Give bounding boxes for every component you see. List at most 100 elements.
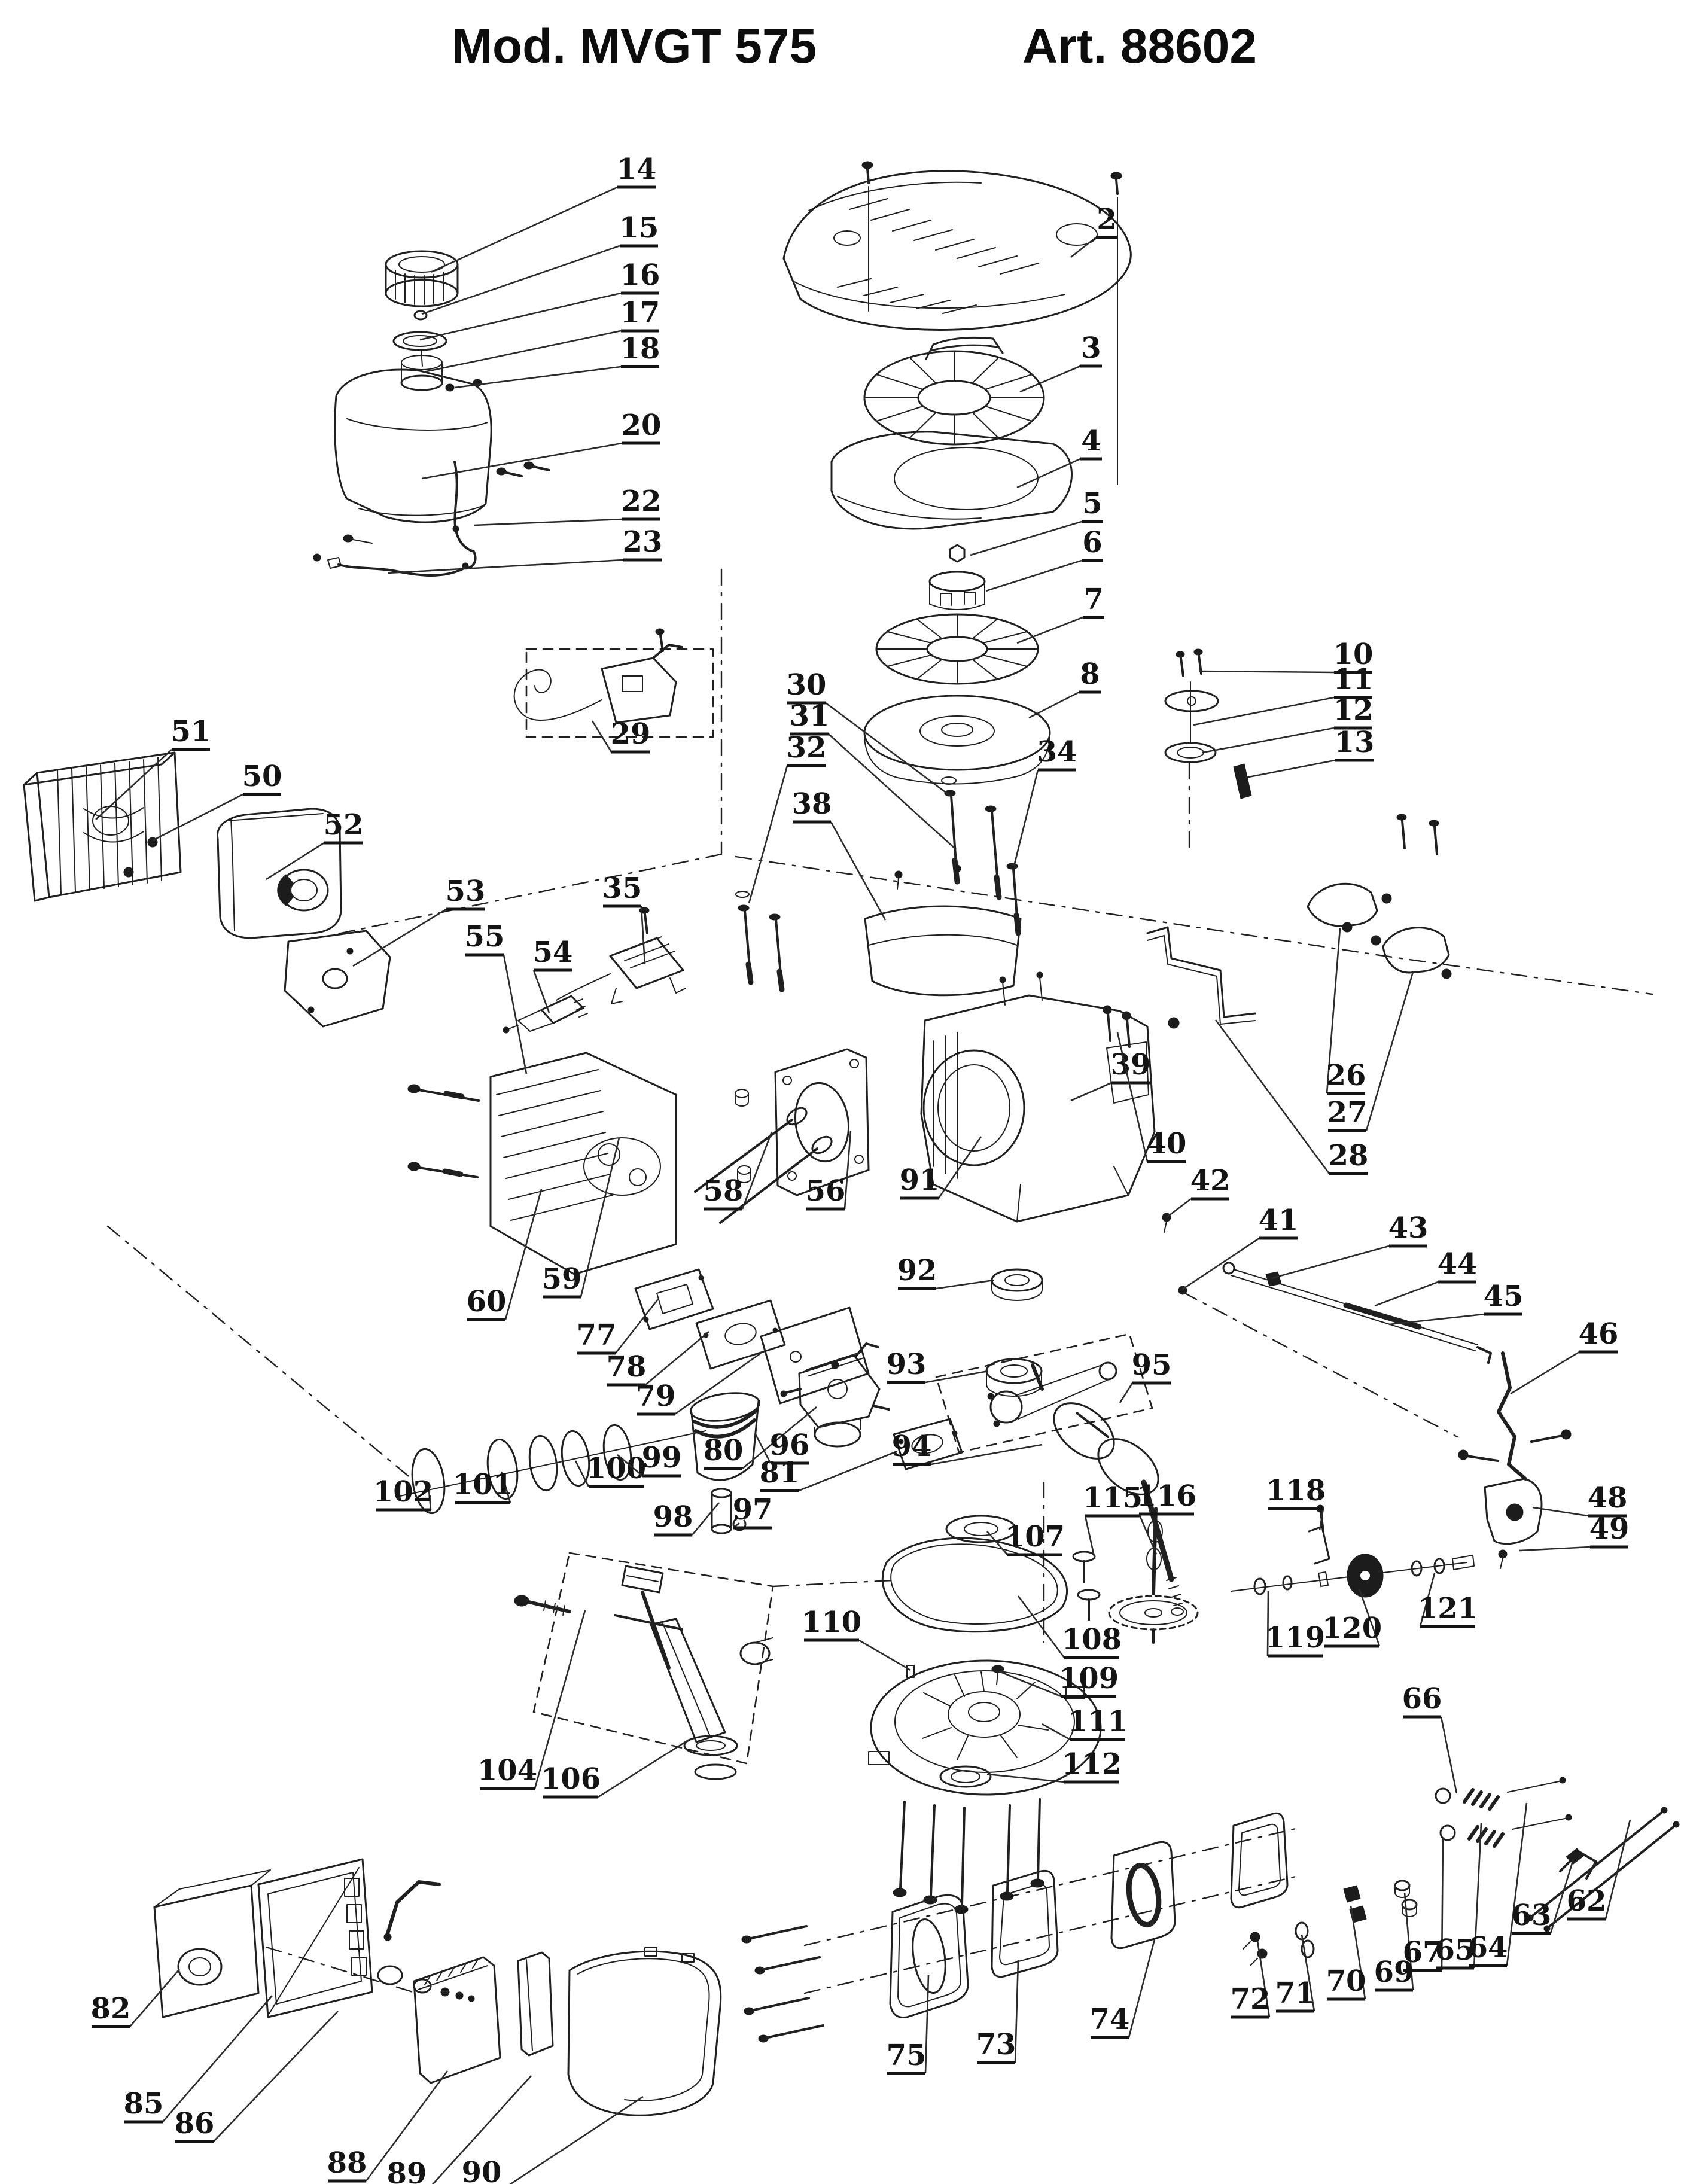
leader-line-96 [754,1433,772,1464]
leader-line-39 [1070,1082,1112,1102]
leader-line-48 [1532,1506,1589,1517]
blower-housing [830,431,1073,530]
callout-93: 93 [887,1348,989,1384]
part-number-71: 71 [1275,1976,1315,2010]
ball-bearing [991,1268,1043,1301]
callout-5: 5 [970,487,1103,556]
callout-80: 80 [704,1406,817,1470]
callout-73: 73 [976,1959,1019,2064]
crankcase-cover [868,1659,1102,1914]
exploded-drawing [23,161,1680,2116]
cover-bolts [893,1798,1044,1914]
leader-line-80 [742,1406,817,1470]
part-number-43: 43 [1388,1211,1429,1245]
case-washer [945,1515,1017,1543]
cap-gasket [392,331,447,351]
callout-12: 12 [1202,693,1373,754]
part-number-115: 115 [1083,1481,1143,1515]
leader-line-35 [640,906,646,965]
part-number-98: 98 [653,1500,693,1534]
callout-17: 17 [423,296,660,373]
air-filter-cover [567,1947,722,2116]
leader-line-28 [1214,1019,1330,1174]
callout-4: 4 [1016,424,1102,489]
callout-112: 112 [986,1747,1122,1784]
muffler [217,808,342,939]
callout-59: 59 [542,1137,620,1299]
part-number-85: 85 [124,2087,164,2121]
part-number-111: 111 [1068,1705,1128,1738]
air-filter-base [153,1869,271,2018]
part-number-23: 23 [623,525,663,559]
cover-oil-seal [939,1765,992,1788]
callout-45: 45 [1388,1280,1523,1326]
part-number-39: 39 [1111,1048,1151,1082]
callout-13: 13 [1245,726,1374,779]
callout-75: 75 [887,1975,930,2075]
part-number-69: 69 [1374,1955,1414,1989]
leader-line-110 [858,1639,911,1671]
filler-neck [400,374,443,391]
leader-line-107 [986,1531,1008,1555]
callout-38: 38 [792,787,887,921]
leader-line-98 [692,1502,720,1536]
callout-31: 31 [790,699,957,850]
leader-line-89 [432,2075,532,2184]
leader-line-17 [423,330,622,373]
camshaft [1108,1507,1199,1644]
part-number-92: 92 [897,1254,937,1287]
leader-line-77 [614,1299,659,1354]
part-number-16: 16 [620,258,660,292]
heat-shield [864,864,1022,997]
part-number-75: 75 [887,2039,927,2072]
starter-pawl-plate [1164,690,1219,712]
part-number-34: 34 [1037,735,1077,769]
callout-35: 35 [602,872,646,965]
callout-64: 64 [1468,1802,1528,1967]
callout-16: 16 [419,258,660,341]
callout-60: 60 [467,1189,543,1321]
part-number-29: 29 [611,717,651,751]
leader-line-42 [1166,1198,1192,1219]
fuel-tank [334,368,492,523]
leader-line-108 [1017,1595,1065,1658]
part-number-72: 72 [1231,1982,1271,2016]
head-cover-gasket [1230,1812,1289,1909]
callout-32: 32 [748,731,827,904]
part-number-74: 74 [1090,2003,1130,2036]
callout-97: 97 [733,1493,772,1530]
callout-104: 104 [477,1610,586,1790]
leader-line-10 [1199,670,1335,674]
callout-102: 102 [373,1475,433,1512]
leader-line-91 [937,1136,982,1199]
washer-ring [1164,742,1217,763]
part-number-4: 4 [1081,424,1101,458]
part-number-46: 46 [1579,1317,1619,1351]
callout-20: 20 [421,409,661,480]
leader-line-109 [998,1670,1062,1698]
part-number-119: 119 [1265,1621,1325,1655]
part-number-81: 81 [760,1456,800,1489]
leader-line-73 [1014,1959,1019,2063]
leader-line-62 [1604,1819,1631,1920]
leader-line-58 [741,1131,773,1210]
part-number-109: 109 [1059,1662,1119,1695]
handle-brackets [1103,814,1452,1295]
head-gasket [735,1048,870,1196]
leader-line-49 [1519,1546,1591,1552]
callout-26: 26 [1326,928,1366,1095]
spark-plug [503,995,588,1034]
callout-100: 100 [574,1452,646,1488]
fuel-line [453,461,477,570]
part-number-32: 32 [787,731,827,764]
part-number-59: 59 [542,1262,582,1296]
callout-94: 94 [892,1430,1043,1466]
part-number-78: 78 [607,1350,647,1384]
air-filter-frame [257,1858,373,2018]
part-number-82: 82 [91,1992,131,2025]
callout-11: 11 [1193,663,1373,726]
part-number-49: 49 [1589,1512,1630,1546]
leader-line-92 [936,1279,995,1290]
filter-element [413,1956,501,2084]
callout-85: 85 [124,1995,273,2124]
